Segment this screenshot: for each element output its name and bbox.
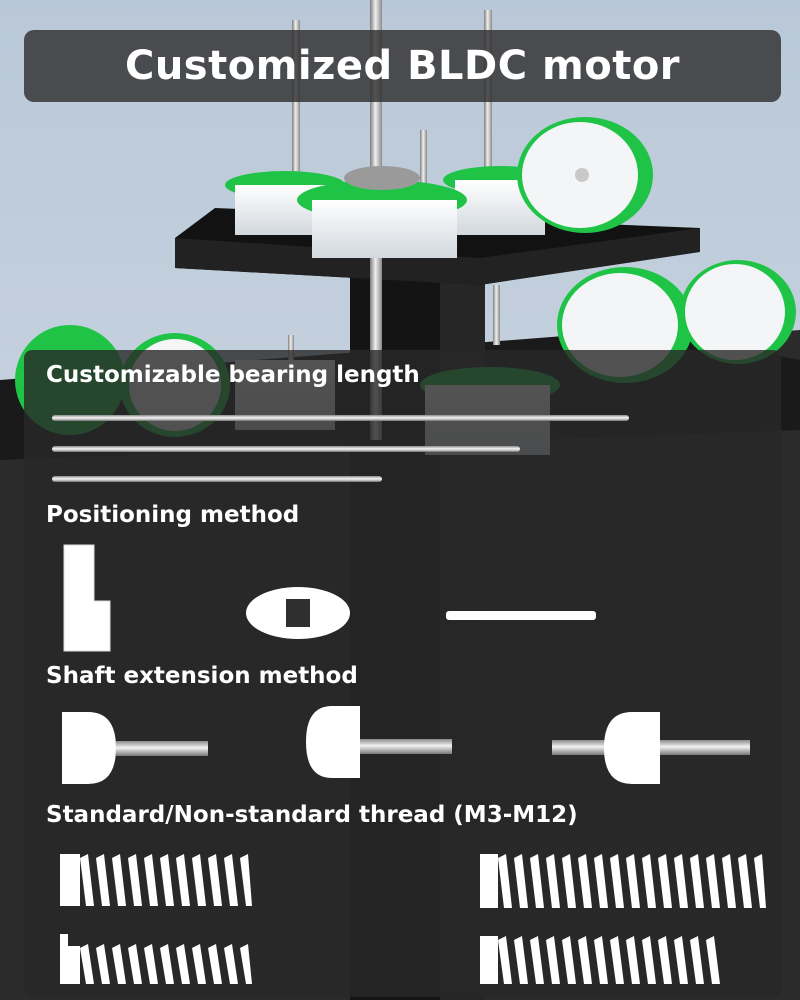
bearing-long-bar: [52, 415, 629, 421]
thread-long-icon: [480, 854, 766, 908]
single-side-shaft-icon: [62, 712, 208, 784]
thread-stepped-icon: [60, 934, 252, 984]
thread-heading: Standard/Non-standard thread (M3-M12): [46, 802, 578, 828]
positioning-method-heading: Positioning method: [46, 502, 300, 528]
double-side-shaft-icon: [552, 712, 750, 784]
thread-short-icon: [60, 854, 252, 906]
bearing-length-heading: Customizable bearing length: [46, 362, 420, 388]
thread-medium-icon: [480, 936, 720, 984]
step-key-positioning-icon: [63, 544, 111, 652]
bearing-short-bar: [52, 476, 382, 482]
flat-line-positioning-icon: [446, 611, 596, 620]
title-banner: Customized BLDC motor: [24, 30, 781, 102]
shaft-extension-heading: Shaft extension method: [46, 663, 358, 689]
double-flat-positioning-icon: [246, 587, 350, 639]
bearing-medium-bar: [52, 446, 520, 452]
page-title: Customized BLDC motor: [124, 43, 681, 89]
flange-shaft-icon: [306, 706, 452, 778]
